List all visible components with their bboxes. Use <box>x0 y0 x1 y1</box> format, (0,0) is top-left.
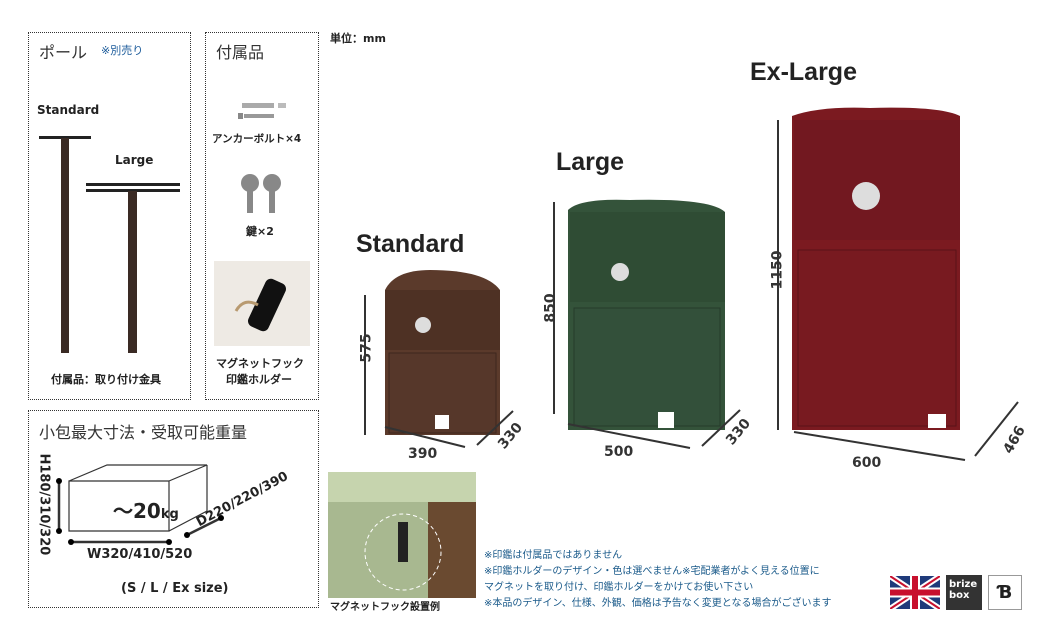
exlarge-width: 600 <box>852 455 882 471</box>
large-title: Large <box>556 148 625 176</box>
exlarge-height: 1150 <box>769 250 786 290</box>
b-mark-icon: Ɓ <box>988 575 1022 610</box>
parcel-sizes: (S / L / Ex size) <box>121 581 229 596</box>
standard-title: Standard <box>356 230 465 258</box>
magnet-hook-installation-photo <box>328 472 476 598</box>
weight-value: ～20 <box>113 499 161 523</box>
exlarge-box-illustration <box>777 107 1019 461</box>
brand-line-1: brize <box>949 579 978 590</box>
note-1: ※印鑑は付属品ではありません <box>484 550 623 561</box>
large-box-illustration <box>553 199 741 449</box>
anchor-bolt-label: アンカーボルト×4 <box>212 133 302 145</box>
standard-height: 575 <box>358 333 375 363</box>
standard-box-illustration <box>364 270 514 448</box>
note-3: マグネットを取り付け、印鑑ホルダーをかけてお使い下さい <box>484 582 754 593</box>
parcel-width: W320/410/520 <box>87 547 193 562</box>
magnet-hook-image <box>214 261 310 346</box>
parcel-weight: ～20kg <box>113 495 179 524</box>
pole-title: ポール <box>39 43 88 62</box>
key-icon <box>241 174 281 213</box>
pole-footer: 付属品：取り付け金具 <box>51 373 161 386</box>
seal-holder-label: 印鑑ホルダー <box>226 373 292 386</box>
unit-label: 単位：mm <box>330 32 386 45</box>
anchor-bolt-icon <box>238 103 286 119</box>
brand-line-2: box <box>949 590 970 601</box>
pole-standard-label: Standard <box>37 103 100 117</box>
pole-note: ※別売り <box>101 44 144 57</box>
parcel-title: 小包最大寸法・受取可能重量 <box>39 423 248 442</box>
pole-illustration <box>39 136 180 353</box>
accessories-panel: 付属品 アンカーボルト×4 鍵×2 マグネットフック 印鑑ホルダー <box>205 32 319 400</box>
magnet-hook-label: マグネットフック <box>216 357 304 370</box>
photo-caption: マグネットフック設置例 <box>330 602 440 613</box>
note-4: ※本品のデザイン、仕様、外観、価格は予告なく変更となる場合がございます <box>484 598 832 609</box>
key-label: 鍵×2 <box>246 225 274 238</box>
uk-flag-icon <box>890 576 940 609</box>
weight-unit: kg <box>160 507 179 522</box>
parcel-height: H180/310/320 <box>36 453 52 556</box>
pole-panel: ポール ※別売り Standard Large 付属品：取り付け金具 <box>28 32 191 400</box>
large-height: 850 <box>542 293 559 323</box>
exlarge-title: Ex-Large <box>750 58 857 86</box>
standard-width: 390 <box>408 446 438 462</box>
parcel-panel: 小包最大寸法・受取可能重量 ～20kg H180/310/320 W320/41… <box>28 410 319 608</box>
large-width: 500 <box>604 444 634 460</box>
parcel-box-illustration <box>56 464 224 545</box>
pole-large-label: Large <box>115 153 154 167</box>
accessories-title: 付属品 <box>216 43 265 62</box>
note-2: ※印鑑ホルダーのデザイン・色は選べません※宅配業者がよく見える位置に <box>484 566 820 577</box>
